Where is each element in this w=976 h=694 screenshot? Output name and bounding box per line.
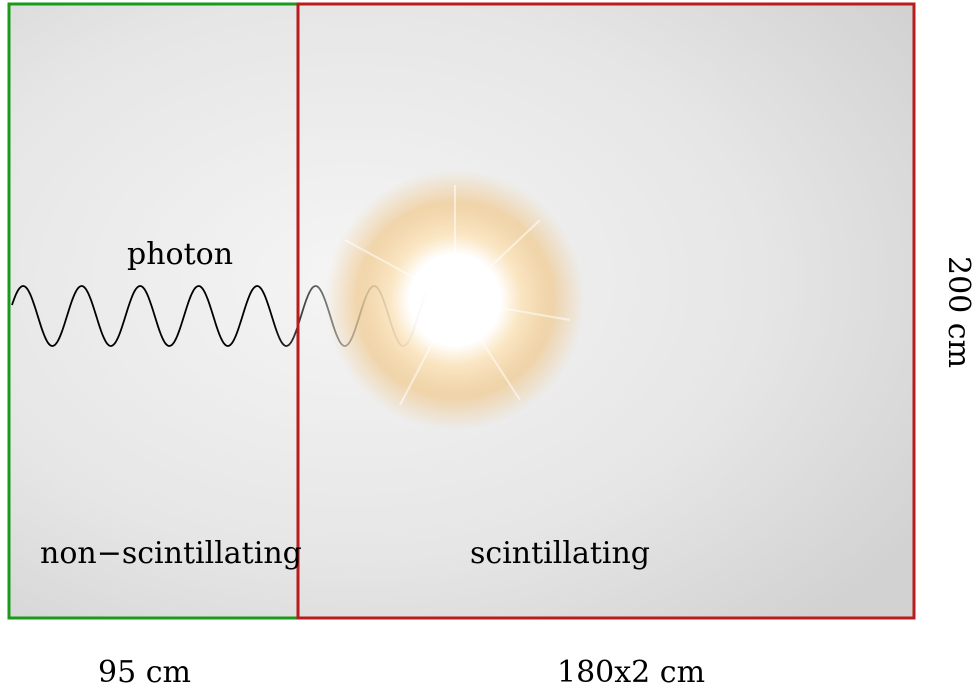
width-scintillating-label: 180x2 cm <box>557 655 706 690</box>
photon-label: photon <box>127 237 234 272</box>
photon-wave-icon <box>11 285 431 347</box>
width-non-scintillating-label: 95 cm <box>98 655 191 690</box>
scintillating-region <box>296 2 916 620</box>
scintillating-label: scintillating <box>470 536 651 571</box>
height-label: 200 cm <box>941 255 976 369</box>
non-scintillating-label: non−scintillating <box>40 536 302 571</box>
